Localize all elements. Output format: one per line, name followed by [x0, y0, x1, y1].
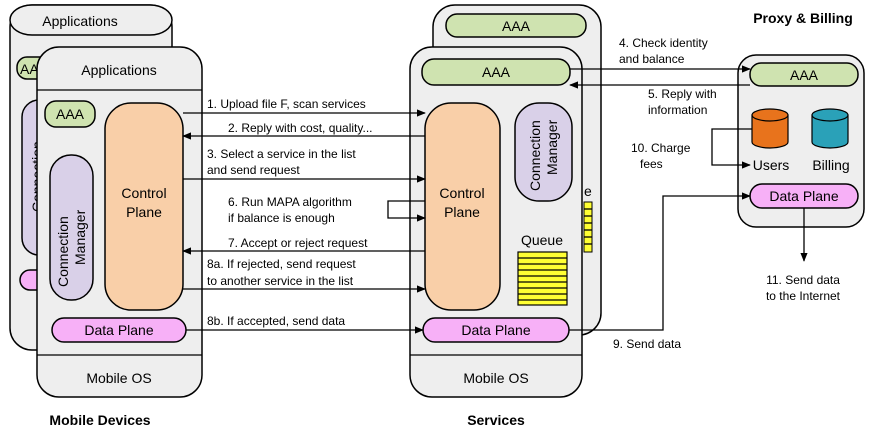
mobile-back-header — [9, 4, 173, 36]
step-2-label: 2. Reply with cost, quality... — [228, 121, 373, 135]
step-6-label-2: if balance is enough — [228, 211, 335, 225]
title-mobile-devices: Mobile Devices — [49, 412, 150, 428]
step-3-label-2: and send request — [207, 163, 300, 177]
service-front-queue-label: Queue — [521, 232, 563, 248]
proxy-aaa — [749, 62, 859, 87]
mobile-front-control-plane — [104, 102, 184, 311]
mobile-front-aaa — [44, 100, 96, 128]
mobile-front-aaa-label: AAA — [56, 106, 85, 122]
step-9-arrow — [569, 192, 751, 331]
proxy-billing-label: Billing — [812, 157, 849, 173]
title-proxy-billing: Proxy & Billing — [753, 10, 853, 26]
service-front-control-plane — [424, 102, 501, 311]
service-front-aaa-label: AAA — [482, 64, 511, 80]
mobile-front-os: Mobile OS — [86, 370, 151, 386]
service-back-queue — [583, 201, 593, 253]
step-10-arrow — [711, 128, 752, 169]
mobile-back-applications: Applications — [42, 13, 118, 29]
title-services: Services — [467, 412, 525, 428]
step-4-label-2: and balance — [619, 52, 685, 66]
step-10-label-1: 10. Charge — [631, 141, 691, 155]
step-4-label-1: 4. Check identity — [619, 36, 708, 50]
mobile-front-data-plane-label: Data Plane — [84, 322, 153, 338]
service-front-os: Mobile OS — [463, 370, 528, 386]
proxy-aaa-label: AAA — [790, 67, 819, 83]
proxy-data-plane-label: Data Plane — [769, 188, 838, 204]
step-10-label-2: fees — [640, 157, 663, 171]
step-8a-label-2: to another service in the list — [207, 274, 354, 288]
mobile-front-applications: Applications — [81, 62, 157, 78]
service-front-connection-manager — [514, 102, 573, 202]
mobile-front-control-label-2: Plane — [126, 204, 162, 220]
service-front-control-label-1: Control — [439, 185, 484, 201]
users-database-icon — [751, 108, 789, 149]
step-1-label: 1. Upload file F, scan services — [207, 97, 366, 111]
step-6-label-1: 6. Run MAPA algorithm — [228, 195, 352, 209]
service-front-control-label-2: Plane — [444, 204, 480, 220]
service-back-aaa-label: AAA — [502, 18, 531, 34]
billing-database-icon — [811, 108, 849, 149]
step-11-label-1: 11. Send data — [766, 273, 840, 287]
proxy-users-label: Users — [753, 157, 790, 173]
step-7-label: 7. Accept or reject request — [228, 236, 368, 250]
step-9-label: 9. Send data — [613, 337, 681, 351]
step-5-label-2: information — [648, 103, 707, 117]
step-11-label-2: to the Internet — [766, 289, 841, 303]
service-front-aaa — [421, 58, 571, 86]
mobile-front-connmgr-label-1: Connection — [55, 216, 71, 287]
step-6-loop-arrow — [387, 200, 426, 222]
service-front-connmgr-label-1: Connection — [527, 120, 543, 191]
service-front-connmgr-label-2: Manager — [544, 119, 560, 175]
mobile-front-control-label-1: Control — [121, 185, 166, 201]
mobile-front-connection-manager — [49, 154, 94, 301]
step-8b-label: 8b. If accepted, send data — [207, 314, 345, 328]
step-5-label-1: 5. Reply with — [648, 87, 717, 101]
service-back-fragment: e — [584, 183, 592, 199]
step-8a-label-1: 8a. If rejected, send request — [207, 257, 356, 271]
step-3-label-1: 3. Select a service in the list — [207, 147, 356, 161]
service-back-aaa — [445, 13, 587, 38]
service-front-data-plane-label: Data Plane — [461, 322, 530, 338]
mobile-front-connmgr-label-2: Manager — [72, 209, 88, 265]
service-front-queue — [517, 251, 568, 306]
